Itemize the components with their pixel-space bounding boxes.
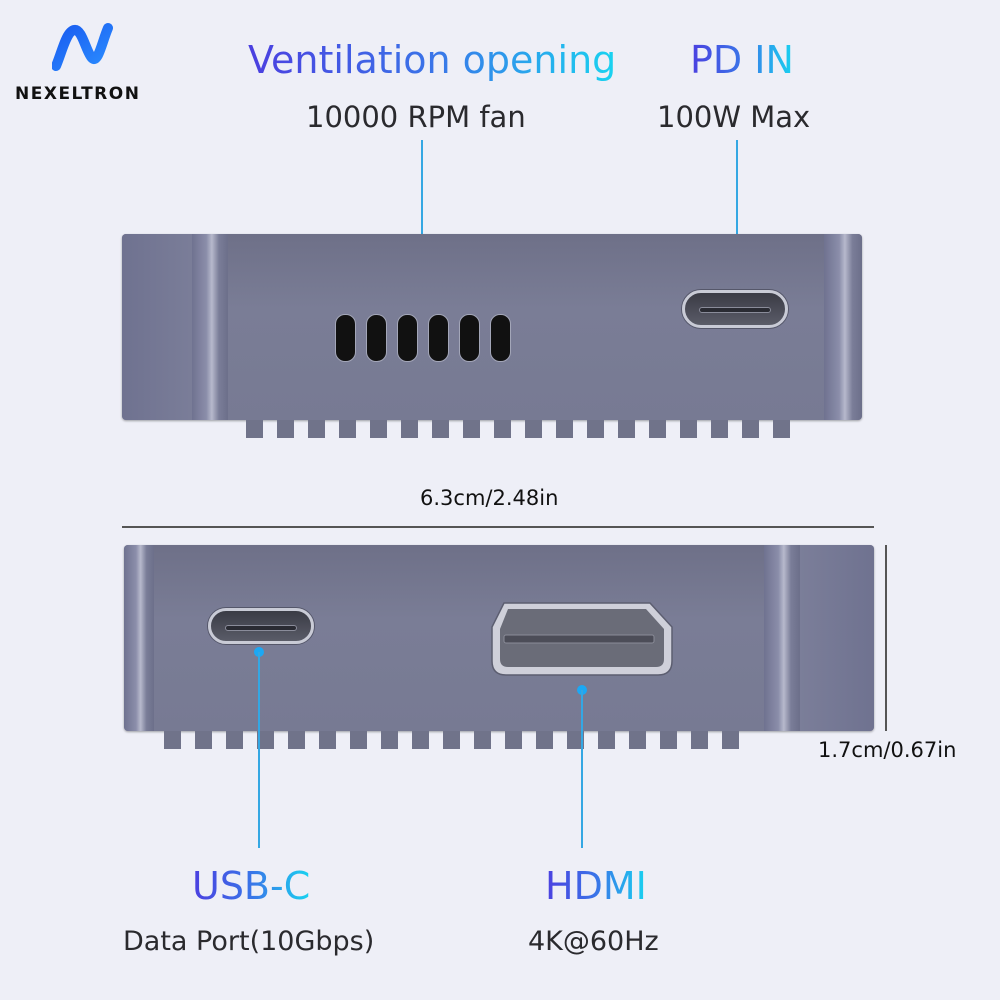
grille-tooth <box>649 420 666 438</box>
grille-tooth <box>494 420 511 438</box>
right-endcap <box>824 234 862 420</box>
pd-in-usb-c-port <box>682 290 788 328</box>
usb-c-subtitle: Data Port(10Gbps) <box>123 926 375 957</box>
grille-tooth <box>722 731 739 749</box>
bottom-device-view <box>124 545 876 755</box>
bottom-grille-teeth <box>164 731 739 749</box>
grille-tooth <box>474 731 491 749</box>
brand-logo: NEXELTRON <box>15 22 145 107</box>
vent-slot <box>335 314 356 362</box>
pd-in-subtitle: 100W Max <box>657 100 811 134</box>
height-dimension-line <box>885 545 887 731</box>
grille-tooth <box>401 420 418 438</box>
grille-tooth <box>536 731 553 749</box>
grille-tooth <box>319 731 336 749</box>
grille-tooth <box>350 731 367 749</box>
grille-tooth <box>277 420 294 438</box>
bottom-grille-teeth <box>246 420 790 438</box>
left-endcap <box>122 234 197 420</box>
grille-tooth <box>381 731 398 749</box>
brand-name: NEXELTRON <box>15 84 141 104</box>
left-endcap <box>124 545 154 731</box>
vent-slot <box>366 314 387 362</box>
grille-tooth <box>412 731 429 749</box>
vent-slot <box>428 314 449 362</box>
vent-slots <box>335 314 511 362</box>
port-tongue <box>699 307 771 314</box>
grille-tooth <box>629 731 646 749</box>
pd-in-callout-line <box>736 140 738 282</box>
usb-c-title: USB-C <box>192 864 311 908</box>
grille-tooth <box>691 731 708 749</box>
grille-tooth <box>339 420 356 438</box>
usb-c-data-port <box>208 608 314 644</box>
grille-tooth <box>618 420 635 438</box>
grille-tooth <box>288 731 305 749</box>
pd-in-title: PD IN <box>690 38 794 82</box>
grille-tooth <box>711 420 728 438</box>
grille-tooth <box>370 420 387 438</box>
grille-tooth <box>680 420 697 438</box>
grille-tooth <box>164 731 181 749</box>
grille-tooth <box>587 420 604 438</box>
grille-tooth <box>463 420 480 438</box>
grille-tooth <box>505 731 522 749</box>
ventilation-subtitle: 10000 RPM fan <box>306 100 526 134</box>
grille-tooth <box>226 731 243 749</box>
grille-tooth <box>246 420 263 438</box>
top-device-view <box>122 234 862 449</box>
port-tongue <box>225 624 297 631</box>
hdmi-title: HDMI <box>545 864 647 908</box>
width-dimension-line <box>122 526 874 528</box>
vent-slot <box>397 314 418 362</box>
vent-slot <box>459 314 480 362</box>
grille-tooth <box>308 420 325 438</box>
hdmi-port <box>491 602 673 676</box>
height-dimension-label: 1.7cm/0.67in <box>818 738 957 762</box>
left-bend-highlight <box>192 234 228 420</box>
grille-tooth <box>773 420 790 438</box>
usb-c-callout-line <box>258 652 260 848</box>
n-wave-logo-icon <box>52 23 113 71</box>
vent-slot <box>490 314 511 362</box>
right-bend-highlight <box>764 545 800 731</box>
grille-tooth <box>567 731 584 749</box>
grille-tooth <box>195 731 212 749</box>
grille-tooth <box>660 731 677 749</box>
grille-tooth <box>443 731 460 749</box>
hdmi-callout-line <box>581 690 583 848</box>
grille-tooth <box>598 731 615 749</box>
grille-tooth <box>525 420 542 438</box>
hdmi-subtitle: 4K@60Hz <box>528 926 659 957</box>
grille-tooth <box>432 420 449 438</box>
ventilation-title: Ventilation opening <box>248 38 617 82</box>
ventilation-callout-line <box>421 140 423 288</box>
grille-tooth <box>556 420 573 438</box>
width-dimension-label: 6.3cm/2.48in <box>420 486 559 510</box>
grille-tooth <box>742 420 759 438</box>
right-endcap <box>800 545 874 731</box>
grille-tooth <box>257 731 274 749</box>
